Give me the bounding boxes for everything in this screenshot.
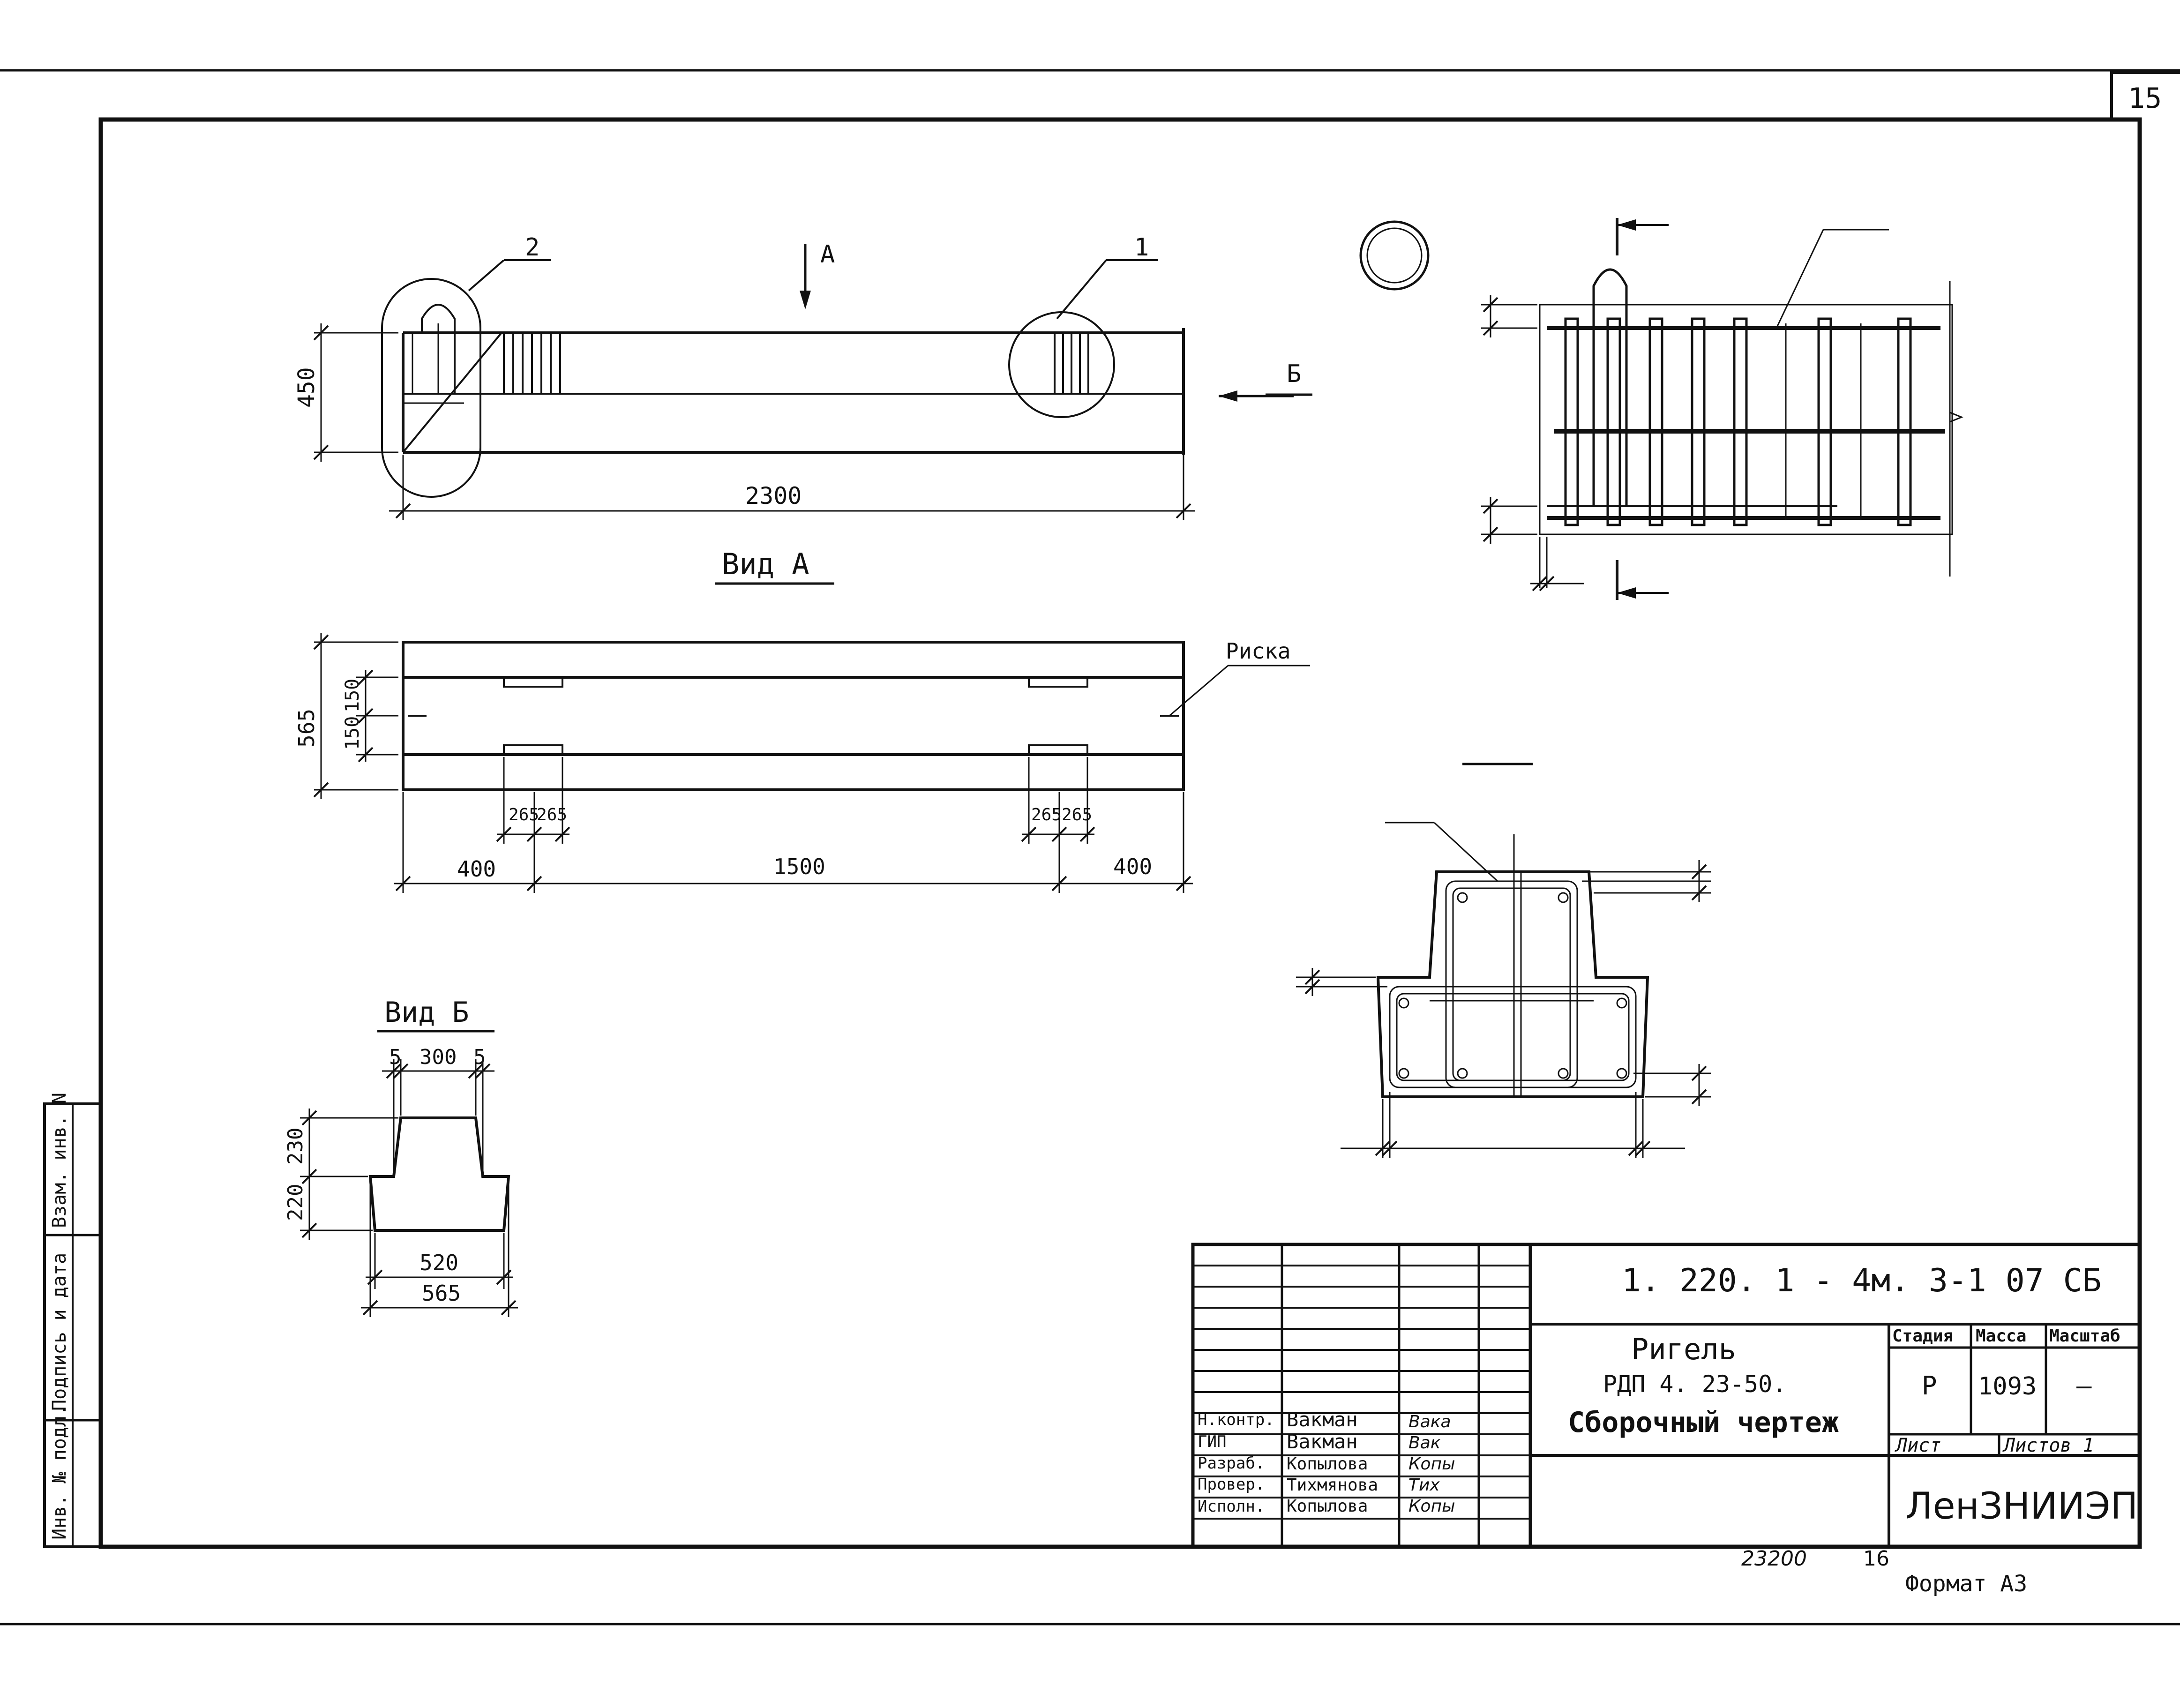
dim-400-right: 400 (1113, 854, 1152, 879)
role-3: Разраб. (1198, 1454, 1265, 1473)
view-a-title: Вид А (722, 547, 809, 581)
side-stamp: Взам. инв. N Подпись и дата Инв. № подл. (43, 1093, 102, 1548)
header-mass: Масса (1976, 1326, 2026, 1346)
document-code: 1. 220. 1 - 4м. 3-1 07 СБ (1622, 1262, 2102, 1299)
dim-565: 565 (422, 1281, 461, 1306)
signature-5: Копы (1408, 1497, 1455, 1516)
dim-300: 300 (420, 1045, 457, 1069)
role-2: ГИП (1198, 1432, 1226, 1451)
role-4: Провер. (1198, 1475, 1265, 1494)
dim-265-c: 265 (1031, 805, 1062, 824)
name-2: Вакман (1287, 1430, 1358, 1453)
view-b-title: Вид Б (384, 996, 469, 1029)
drawing-frame (98, 117, 2142, 1549)
dim-beam-height: 450 (293, 367, 320, 408)
dim-view-a-upper: 150 (342, 679, 363, 712)
callout-2-oval (381, 278, 481, 498)
dim-265-d: 265 (1062, 805, 1092, 824)
signature-4: Тих (1408, 1476, 1440, 1495)
view-a: Вид А Риска 565 150 150 (294, 547, 1310, 893)
signature-1: Вака (1408, 1412, 1451, 1431)
archive-number: 23200 (1741, 1547, 1807, 1571)
sheet-index: 16 (1863, 1547, 1889, 1571)
node-2-detail (1359, 218, 1964, 600)
header-stage: Стадия (1892, 1326, 1953, 1346)
dim-265-a: 265 (509, 805, 539, 824)
side-stamp-label-2: Подпись и дата (49, 1253, 70, 1411)
signature-3: Копы (1408, 1454, 1455, 1474)
node-2-circle (1359, 220, 1430, 291)
sheets-label: Листов 1 (2002, 1435, 2094, 1456)
stirrup-hatch-left (412, 334, 561, 393)
view-b-arrow-label: Б (1287, 360, 1301, 388)
dim-220: 220 (284, 1184, 307, 1221)
dim-view-a-total: 565 (294, 709, 319, 748)
header-scale: Масштаб (2049, 1326, 2120, 1346)
name-1: Вакман (1287, 1408, 1358, 1431)
drawing-type: Сборочный чертеж (1568, 1406, 1839, 1439)
organization: ЛенЗНИИЭП (1905, 1485, 2138, 1528)
page-number-box: 15 (2110, 71, 2180, 120)
dim-beam-length: 2300 (745, 482, 802, 509)
value-scale: — (2076, 1371, 2092, 1401)
name-3: Копылова (1287, 1454, 1368, 1474)
section-profile (1376, 870, 1649, 1098)
dim-5-left: 5 (389, 1045, 402, 1069)
dim-520: 520 (420, 1250, 458, 1275)
format-label: Формат А3 (1905, 1571, 2027, 1597)
stirrup-hatch-right (1054, 334, 1089, 393)
dim-265-b: 265 (537, 805, 567, 824)
value-mass: 1093 (1978, 1372, 2037, 1401)
sheet-label: Лист (1895, 1435, 1941, 1456)
callout-1-label: 1 (1134, 233, 1149, 262)
title-block: Н.контр. Вакман Вака ГИП Вакман Вак Разр… (1191, 1243, 2142, 1549)
dim-view-a-lower: 150 (342, 716, 363, 750)
view-a-arrow-label: А (820, 240, 835, 269)
role-1: Н.контр. (1198, 1410, 1274, 1429)
page-number: 15 (2128, 82, 2162, 115)
side-stamp-label-1: Взам. инв. N (49, 1093, 70, 1228)
side-stamp-label-3: Инв. № подл. (49, 1404, 70, 1540)
riska-label: Риска (1226, 638, 1290, 664)
signature-2: Вак (1408, 1433, 1441, 1453)
node-2-stirrups (1564, 317, 1912, 526)
name-5: Копылова (1287, 1497, 1368, 1516)
dim-400-left: 400 (457, 856, 496, 882)
name-4: Тихмянова (1287, 1476, 1378, 1495)
dim-5-right: 5 (473, 1045, 486, 1069)
product-name: Ригель (1631, 1332, 1736, 1366)
product-code: РДП 4. 23-50. (1603, 1371, 1786, 1398)
section-1-1 (1296, 763, 1711, 1158)
role-5: Исполн. (1198, 1497, 1265, 1516)
view-b-profile (368, 1116, 510, 1232)
dim-1500: 1500 (773, 854, 825, 879)
callout-2-label: 2 (525, 233, 539, 262)
view-b: Вид Б 5 300 5 230 220 (284, 996, 518, 1317)
callout-1-circle (1008, 311, 1115, 418)
value-stage: Р (1922, 1371, 1937, 1401)
dim-230: 230 (284, 1128, 307, 1165)
main-view: 2 1 А Б 450 230 (293, 233, 1312, 520)
